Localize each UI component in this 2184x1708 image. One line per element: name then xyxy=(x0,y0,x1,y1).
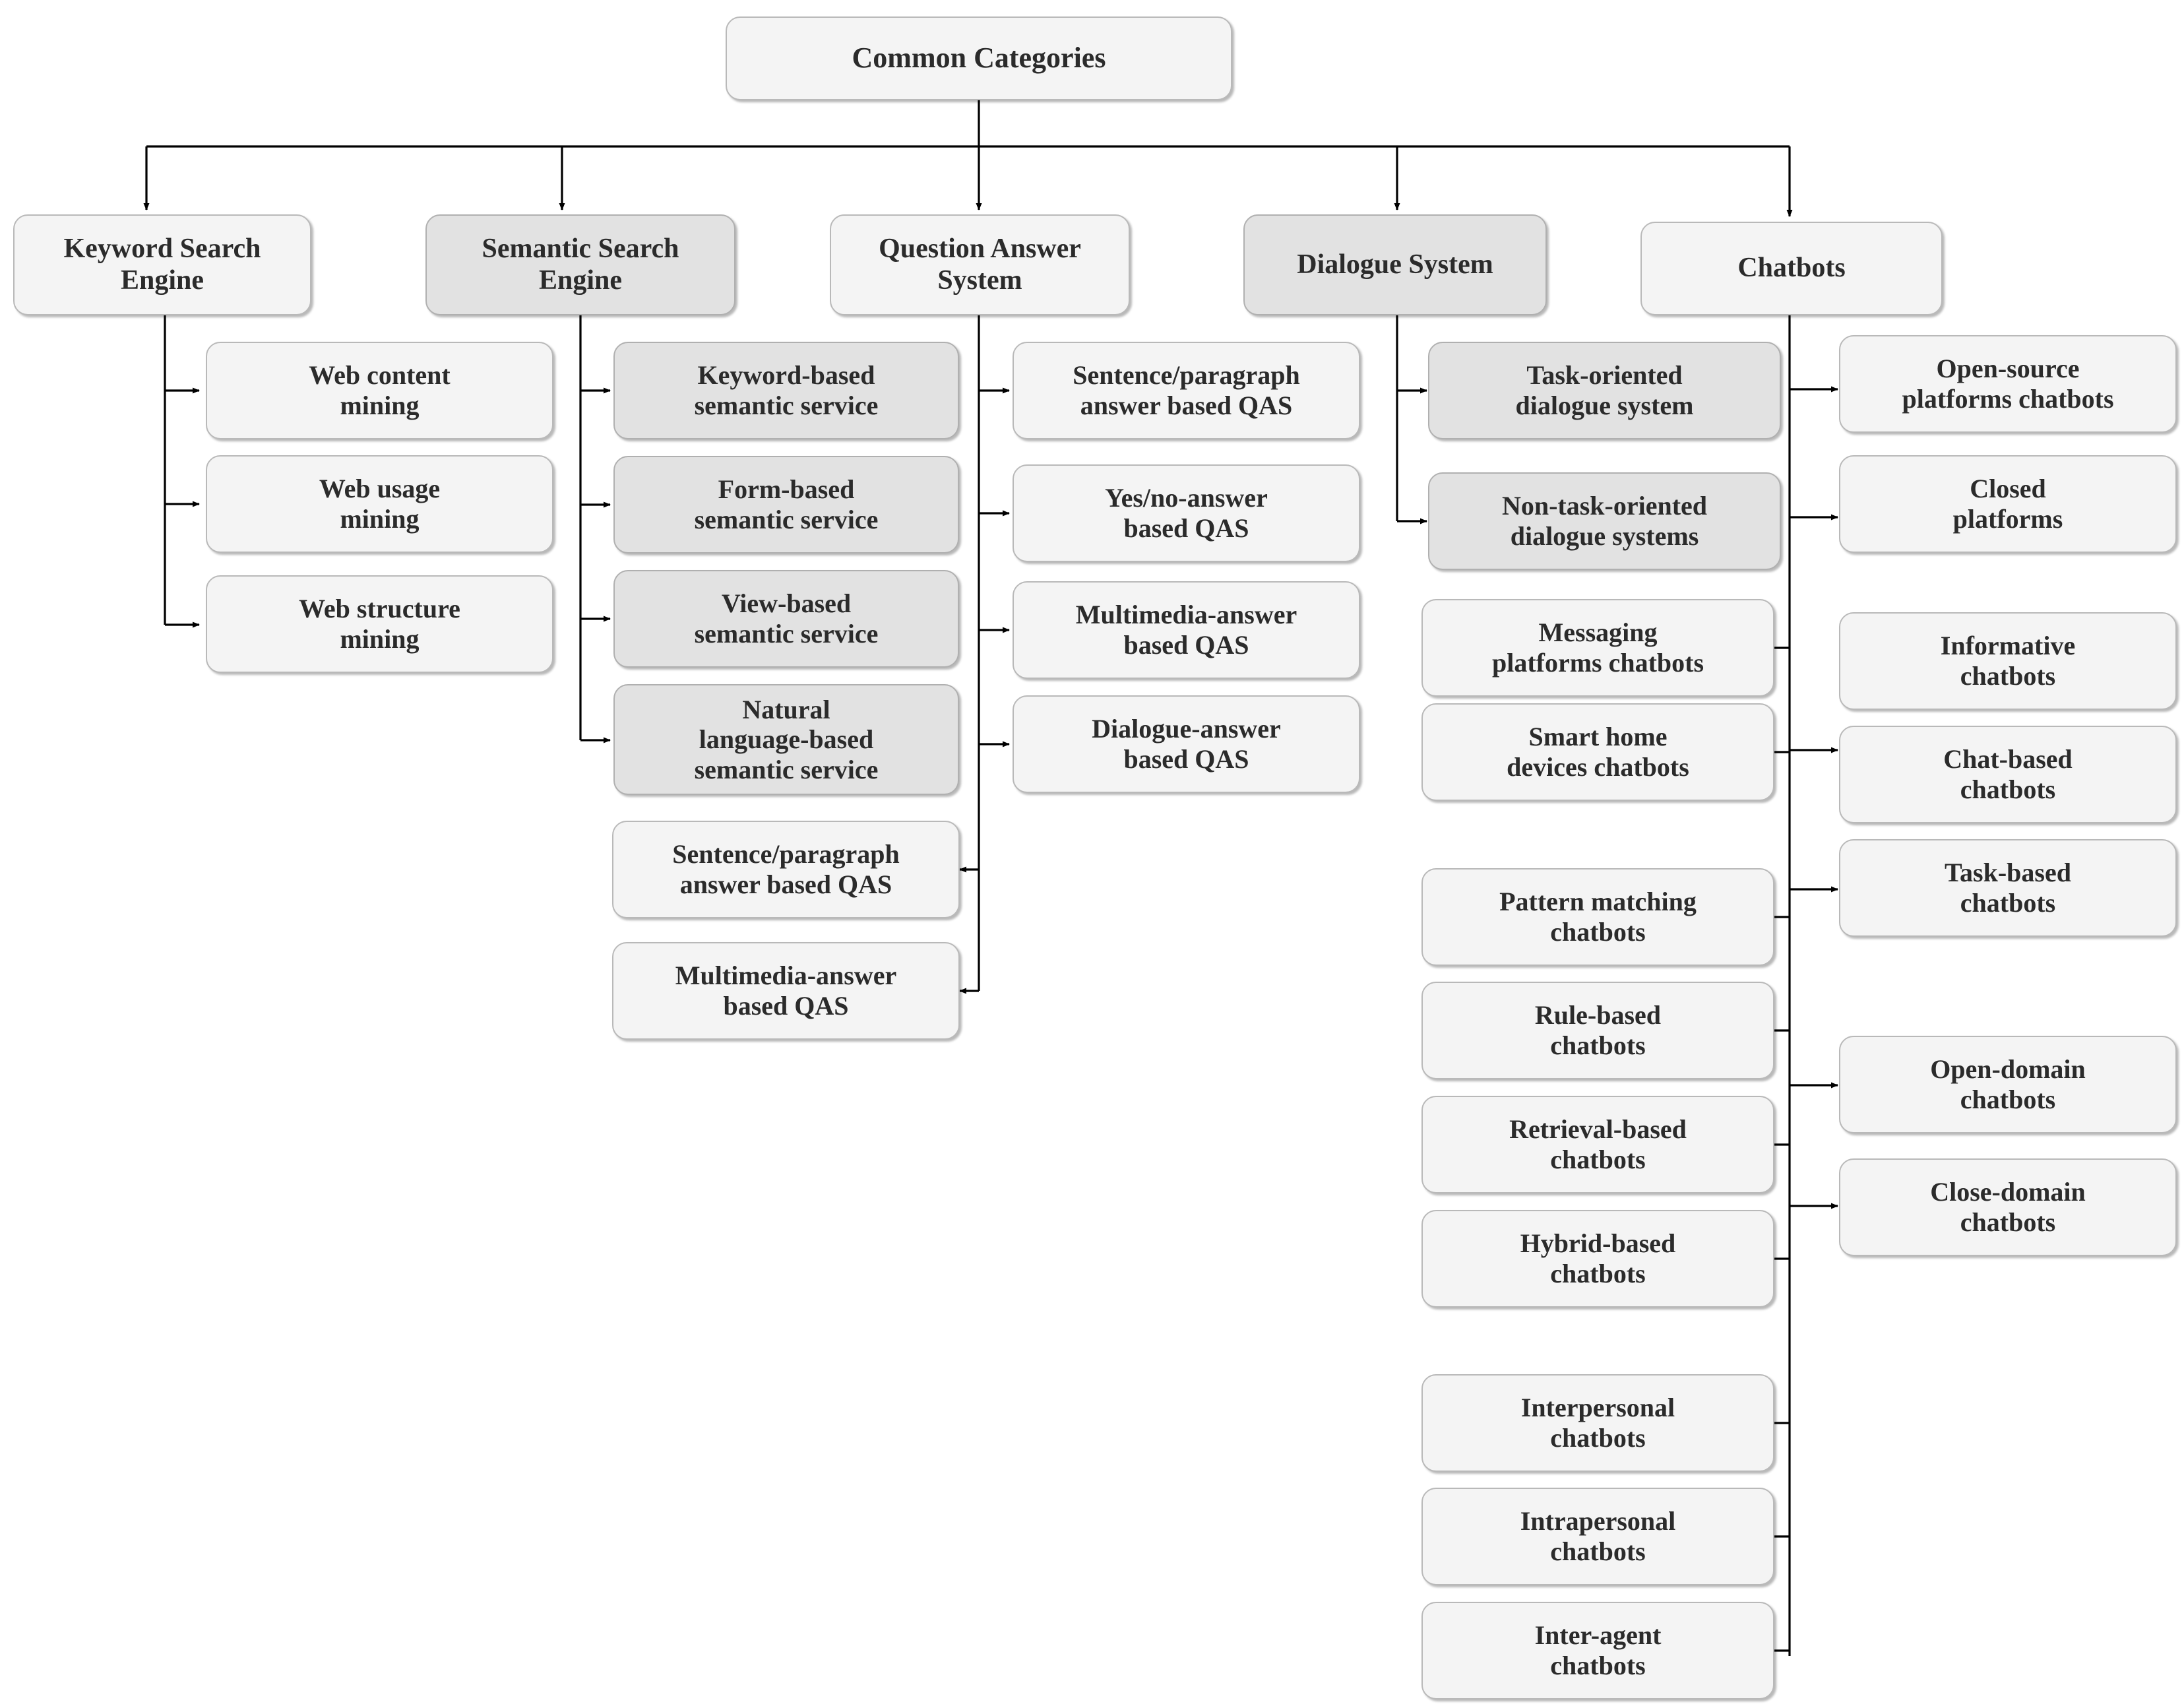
leaf-label: Form-based semantic service xyxy=(694,474,879,534)
leaf-label: Hybrid-based chatbots xyxy=(1520,1228,1676,1288)
leaf-node-natural-language-based-semantic-service[interactable]: Natural language-based semantic service xyxy=(613,684,959,795)
leaf-label: Messaging platforms chatbots xyxy=(1491,617,1704,678)
leaf-node-multimedia-answer-based-qas-2[interactable]: Multimedia-answer based QAS xyxy=(612,942,960,1040)
leaf-node-view-based-semantic-service[interactable]: View-based semantic service xyxy=(613,570,959,668)
leaf-label: Interpersonal chatbots xyxy=(1520,1393,1675,1453)
leaf-label: Pattern matching chatbots xyxy=(1499,887,1697,947)
leaf-node-messaging-platforms-chatbots[interactable]: Messaging platforms chatbots xyxy=(1421,599,1774,697)
leaf-node-open-source-platforms-chatbots[interactable]: Open-source platforms chatbots xyxy=(1839,335,2177,433)
leaf-label: Web usage mining xyxy=(319,474,441,534)
leaf-node-retrieval-based-chatbots[interactable]: Retrieval-based chatbots xyxy=(1421,1096,1774,1193)
leaf-label: Multimedia-answer based QAS xyxy=(1075,600,1297,660)
leaf-node-intrapersonal-chatbots[interactable]: Intrapersonal chatbots xyxy=(1421,1488,1774,1585)
leaf-node-web-usage-mining[interactable]: Web usage mining xyxy=(206,455,553,553)
leaf-label: Yes/no-answer based QAS xyxy=(1105,483,1268,543)
branch-node-dialogue-system[interactable]: Dialogue System xyxy=(1243,214,1547,315)
leaf-label: Sentence/paragraph answer based QAS xyxy=(672,839,900,899)
leaf-node-open-domain-chatbots[interactable]: Open-domain chatbots xyxy=(1839,1036,2177,1133)
leaf-node-rule-based-chatbots[interactable]: Rule-based chatbots xyxy=(1421,982,1774,1079)
leaf-node-task-based-chatbots[interactable]: Task-based chatbots xyxy=(1839,839,2177,937)
leaf-node-informative-chatbots[interactable]: Informative chatbots xyxy=(1839,612,2177,710)
leaf-label: Non-task-oriented dialogue systems xyxy=(1501,491,1708,551)
leaf-node-web-structure-mining[interactable]: Web structure mining xyxy=(206,575,553,673)
leaf-label: Keyword-based semantic service xyxy=(694,360,879,420)
leaf-node-interpersonal-chatbots[interactable]: Interpersonal chatbots xyxy=(1421,1374,1774,1472)
branch-node-keyword-search-engine[interactable]: Keyword Search Engine xyxy=(13,214,311,315)
leaf-label: Multimedia-answer based QAS xyxy=(675,961,897,1021)
leaf-label: Dialogue-answer based QAS xyxy=(1092,714,1281,774)
leaf-node-smart-home-devices-chatbots[interactable]: Smart home devices chatbots xyxy=(1421,703,1774,801)
branch-label: Chatbots xyxy=(1737,253,1846,284)
branch-label: Semantic Search Engine xyxy=(482,233,679,296)
leaf-label: Retrieval-based chatbots xyxy=(1509,1114,1687,1174)
leaf-label: Web structure mining xyxy=(299,594,460,654)
leaf-node-inter-agent-chatbots[interactable]: Inter-agent chatbots xyxy=(1421,1602,1774,1699)
root-node-common-categories[interactable]: Common Categories xyxy=(726,16,1232,100)
branch-node-question-answer-system[interactable]: Question Answer System xyxy=(830,214,1130,315)
leaf-label: Open-source platforms chatbots xyxy=(1902,354,2114,414)
leaf-node-dialogue-answer-based-qas[interactable]: Dialogue-answer based QAS xyxy=(1013,695,1360,793)
leaf-node-yes-no-answer-based-qas[interactable]: Yes/no-answer based QAS xyxy=(1013,464,1360,562)
leaf-label: View-based semantic service xyxy=(694,588,879,648)
branch-node-semantic-search-engine[interactable]: Semantic Search Engine xyxy=(425,214,735,315)
leaf-node-close-domain-chatbots[interactable]: Close-domain chatbots xyxy=(1839,1158,2177,1256)
leaf-label: Open-domain chatbots xyxy=(1930,1054,2086,1114)
branch-label: Dialogue System xyxy=(1297,249,1493,280)
leaf-label: Rule-based chatbots xyxy=(1534,1000,1662,1060)
leaf-node-hybrid-based-chatbots[interactable]: Hybrid-based chatbots xyxy=(1421,1210,1774,1308)
leaf-label: Task-based chatbots xyxy=(1945,858,2071,918)
branch-label: Question Answer System xyxy=(879,233,1081,296)
leaf-node-sentence-paragraph-answer-based-qas-2[interactable]: Sentence/paragraph answer based QAS xyxy=(612,821,960,918)
leaf-label: Natural language-based semantic service xyxy=(694,694,879,784)
leaf-label: Closed platforms xyxy=(1952,474,2063,534)
leaf-node-sentence-paragraph-answer-based-qas[interactable]: Sentence/paragraph answer based QAS xyxy=(1013,342,1360,439)
branch-node-chatbots[interactable]: Chatbots xyxy=(1640,222,1943,315)
leaf-node-task-oriented-dialogue-system[interactable]: Task-oriented dialogue system xyxy=(1428,342,1781,439)
leaf-label: Inter-agent chatbots xyxy=(1534,1620,1662,1680)
leaf-label: Task-oriented dialogue system xyxy=(1515,360,1694,420)
leaf-node-keyword-based-semantic-service[interactable]: Keyword-based semantic service xyxy=(613,342,959,439)
branch-label: Keyword Search Engine xyxy=(63,233,261,296)
leaf-node-pattern-matching-chatbots[interactable]: Pattern matching chatbots xyxy=(1421,868,1774,966)
leaf-label: Sentence/paragraph answer based QAS xyxy=(1073,360,1300,420)
leaf-node-form-based-semantic-service[interactable]: Form-based semantic service xyxy=(613,456,959,554)
leaf-node-closed-platforms[interactable]: Closed platforms xyxy=(1839,455,2177,553)
leaf-node-web-content-mining[interactable]: Web content mining xyxy=(206,342,553,439)
leaf-node-multimedia-answer-based-qas[interactable]: Multimedia-answer based QAS xyxy=(1013,581,1360,679)
leaf-node-non-task-oriented-dialogue-systems[interactable]: Non-task-oriented dialogue systems xyxy=(1428,472,1781,570)
root-node-label: Common Categories xyxy=(852,42,1106,75)
leaf-label: Web content mining xyxy=(309,360,451,420)
leaf-label: Chat-based chatbots xyxy=(1943,744,2073,804)
leaf-node-chat-based-chatbots[interactable]: Chat-based chatbots xyxy=(1839,726,2177,823)
leaf-label: Smart home devices chatbots xyxy=(1507,722,1689,782)
leaf-label: Informative chatbots xyxy=(1940,631,2076,691)
leaf-label: Close-domain chatbots xyxy=(1930,1177,2086,1237)
leaf-label: Intrapersonal chatbots xyxy=(1520,1506,1676,1566)
